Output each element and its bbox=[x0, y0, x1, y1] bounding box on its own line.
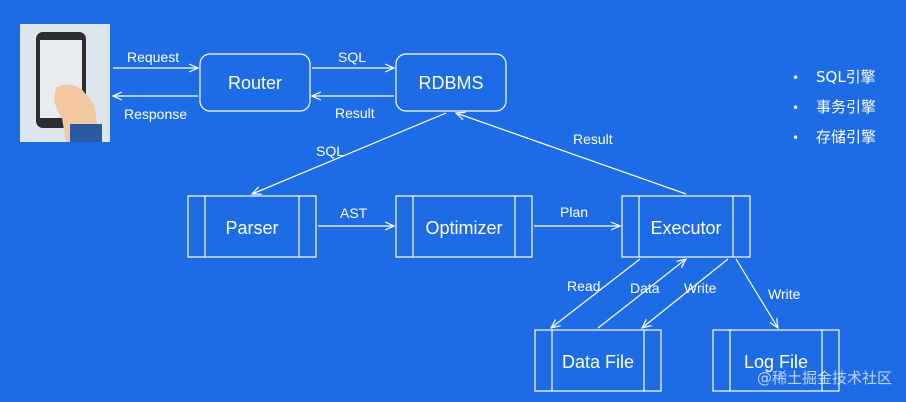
data-arrow bbox=[597, 259, 686, 329]
executor-box bbox=[621, 195, 751, 258]
legend-item-label: 事务引擎 bbox=[816, 98, 877, 116]
data-label: Data bbox=[630, 280, 660, 296]
log-file-label: Log File bbox=[744, 352, 808, 372]
read-label: Read bbox=[567, 278, 600, 294]
watermark: @稀土掘金技术社区 bbox=[756, 369, 892, 387]
data-file-box bbox=[534, 329, 662, 392]
optimizer-box bbox=[395, 195, 533, 258]
result-executor-rdbms-arrow bbox=[456, 113, 687, 195]
write-log-file-arrow bbox=[735, 258, 778, 328]
executor-label: Executor bbox=[650, 218, 721, 238]
data-file-label: Data File bbox=[562, 352, 634, 372]
legend-item: • SQL引擎 bbox=[792, 66, 876, 96]
router-box bbox=[199, 53, 311, 112]
write-label-log-file: Write bbox=[768, 286, 801, 302]
request-label: Request bbox=[127, 49, 179, 65]
optimizer-label: Optimizer bbox=[425, 218, 502, 238]
sql-label-parser: SQL bbox=[316, 143, 344, 159]
engine-legend: • SQL引擎 • 事务引擎 • 存储引擎 bbox=[792, 66, 876, 156]
result-label-top: Result bbox=[335, 105, 375, 121]
legend-item-label: 存储引擎 bbox=[816, 128, 877, 146]
write-data-file-arrow bbox=[642, 258, 729, 328]
router-label: Router bbox=[228, 73, 282, 93]
write-label-data-file: Write bbox=[684, 280, 717, 296]
result-label-executor: Result bbox=[573, 131, 613, 147]
bullet-icon: • bbox=[792, 101, 800, 115]
phone-client-icon bbox=[20, 24, 110, 142]
log-file-box bbox=[712, 329, 840, 392]
parser-label: Parser bbox=[225, 218, 278, 238]
rdbms-label: RDBMS bbox=[418, 73, 483, 93]
parser-box bbox=[187, 195, 317, 258]
legend-item-label: SQL引擎 bbox=[816, 68, 876, 86]
plan-label: Plan bbox=[560, 204, 588, 220]
response-label: Response bbox=[124, 106, 187, 122]
bullet-icon: • bbox=[792, 131, 800, 145]
legend-item: • 事务引擎 bbox=[792, 96, 876, 126]
sql-rdbms-parser-arrow bbox=[252, 112, 447, 194]
rdbms-box bbox=[395, 53, 507, 112]
legend-item: • 存储引擎 bbox=[792, 126, 876, 156]
sql-label-top: SQL bbox=[338, 49, 366, 65]
read-arrow bbox=[551, 258, 641, 328]
ast-label: AST bbox=[340, 205, 368, 221]
bullet-icon: • bbox=[792, 71, 800, 85]
